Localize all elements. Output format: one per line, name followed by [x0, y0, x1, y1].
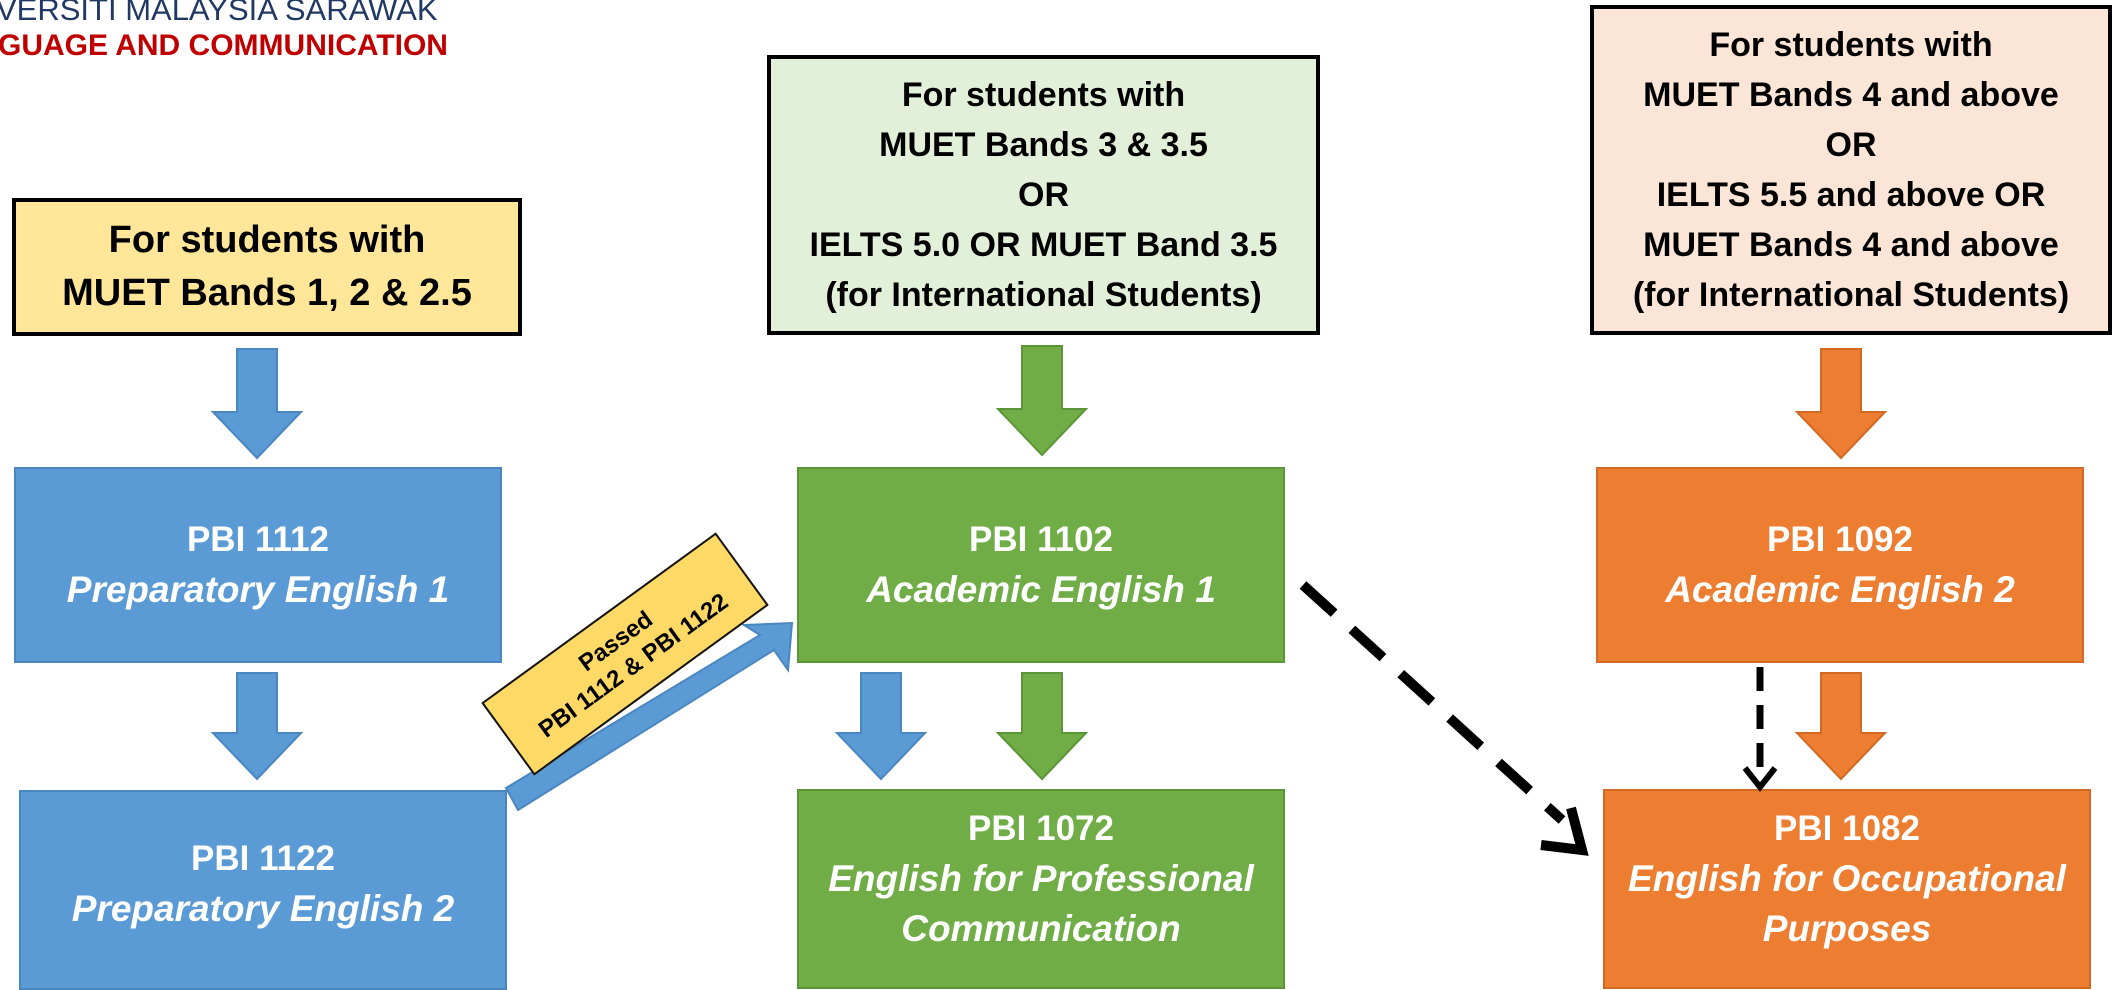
- course-name: Academic English 1: [866, 569, 1216, 610]
- course-name: Communication: [901, 908, 1181, 949]
- dashed-arrow: [1299, 581, 1566, 824]
- requirement-line: For students with: [901, 76, 1186, 114]
- requirement-line: For students with: [1709, 26, 1993, 64]
- requirement-box-middle: For students with MUET Bands 3 & 3.5 OR …: [767, 55, 1320, 335]
- requirement-line: MUET Bands 1, 2 & 2.5: [62, 272, 472, 314]
- course-name: Purposes: [1762, 908, 1932, 949]
- requirement-box-right: For students with MUET Bands 4 and above…: [1590, 5, 2112, 335]
- course-code: PBI 1092: [1767, 520, 1913, 559]
- course-code: PBI 1112: [186, 520, 330, 559]
- course-code: PBI 1072: [968, 809, 1114, 848]
- requirement-line: (for International Students): [825, 276, 1262, 314]
- down-arrow: [995, 672, 1089, 781]
- course-pbi-1082: PBI 1082 English for Occupational Purpos…: [1603, 789, 2091, 989]
- down-arrow: [1794, 348, 1888, 460]
- requirement-line: For students with: [108, 219, 426, 261]
- down-arrow: [995, 345, 1089, 457]
- requirement-line: IELTS 5.5 and above OR: [1656, 176, 2046, 214]
- course-name: Academic English 2: [1665, 569, 2015, 610]
- course-code: PBI 1082: [1774, 809, 1920, 848]
- course-pbi-1092: PBI 1092 Academic English 2: [1596, 467, 2084, 663]
- course-pbi-1102: PBI 1102 Academic English 1: [797, 467, 1285, 663]
- dashed-arrow-head: [1540, 806, 1589, 856]
- requirement-line: IELTS 5.0 OR MUET Band 3.5: [809, 226, 1278, 264]
- down-arrow: [834, 672, 928, 781]
- course-code: PBI 1102: [969, 520, 1113, 559]
- course-pbi-1122: PBI 1122 Preparatory English 2: [19, 790, 507, 990]
- course-pbi-1112: PBI 1112 Preparatory English 1: [14, 467, 502, 663]
- requirement-line: MUET Bands 4 and above: [1643, 76, 2059, 114]
- down-arrow: [210, 348, 304, 460]
- requirement-box-left: For students with MUET Bands 1, 2 & 2.5: [12, 198, 522, 336]
- course-pbi-1072: PBI 1072 English for Professional Commun…: [797, 789, 1285, 989]
- course-name: Preparatory English 1: [66, 569, 450, 610]
- course-name: English for Professional: [828, 858, 1254, 899]
- requirement-line: OR: [1018, 176, 1069, 214]
- university-name: VERSITI MALAYSIA SARAWAK: [0, 0, 438, 27]
- course-name: Preparatory English 2: [71, 888, 455, 929]
- requirement-line: OR: [1825, 126, 1877, 164]
- course-name: English for Occupational: [1628, 858, 2066, 899]
- down-arrow: [210, 672, 304, 781]
- requirement-line: (for International Students): [1632, 276, 2070, 314]
- requirement-line: MUET Bands 4 and above: [1643, 226, 2059, 264]
- faculty-name: GUAGE AND COMMUNICATION: [0, 29, 448, 62]
- requirement-line: MUET Bands 3 & 3.5: [879, 126, 1208, 164]
- dashed-arrow-head: [1742, 766, 1778, 792]
- down-arrow: [1794, 672, 1888, 781]
- course-code: PBI 1122: [191, 839, 335, 878]
